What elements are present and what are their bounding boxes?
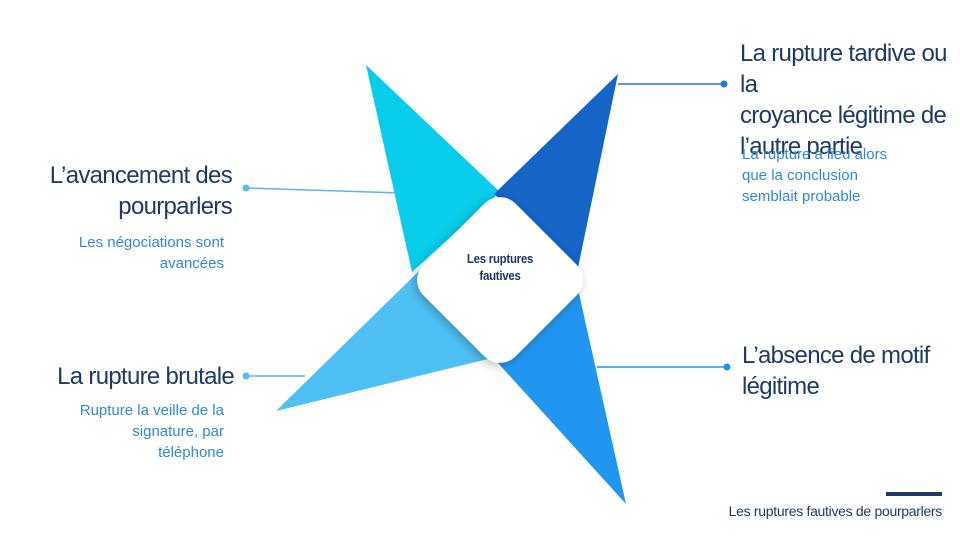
item-description-rupture-tardive: La rupture a lieu alors que la conclusio… [742,146,888,205]
center-label-line-2: fautives [479,268,521,283]
connector-line-top-left [245,187,401,194]
star-arm-top-left [366,65,500,272]
connector-dot-top-left [242,184,250,192]
center-label: Les ruptures fautives [434,250,566,284]
connector-dot-bottom-right [723,363,731,371]
item-description-avancement: Les négociations sont avancées [78,234,224,272]
item-title-rupture-tardive: La rupture tardive ou la croyance légiti… [740,40,947,160]
footer-accent-bar [886,492,942,496]
item-title-absence-motif: L’absence de motif légitime [742,342,930,400]
item-description-rupture-brutale: Rupture la veille de la signature, par t… [79,402,224,461]
footer-text: Les ruptures fautives de pourparlers [728,503,943,519]
connector-dot-bottom-left [242,372,250,380]
center-diamond [417,197,583,363]
item-title-avancement: L’avancement des pourparlers [49,162,233,220]
connector-dot-top-right [720,80,728,88]
item-title-rupture-brutale: La rupture brutale [57,363,235,390]
center-label-line-1: Les ruptures [466,251,534,266]
